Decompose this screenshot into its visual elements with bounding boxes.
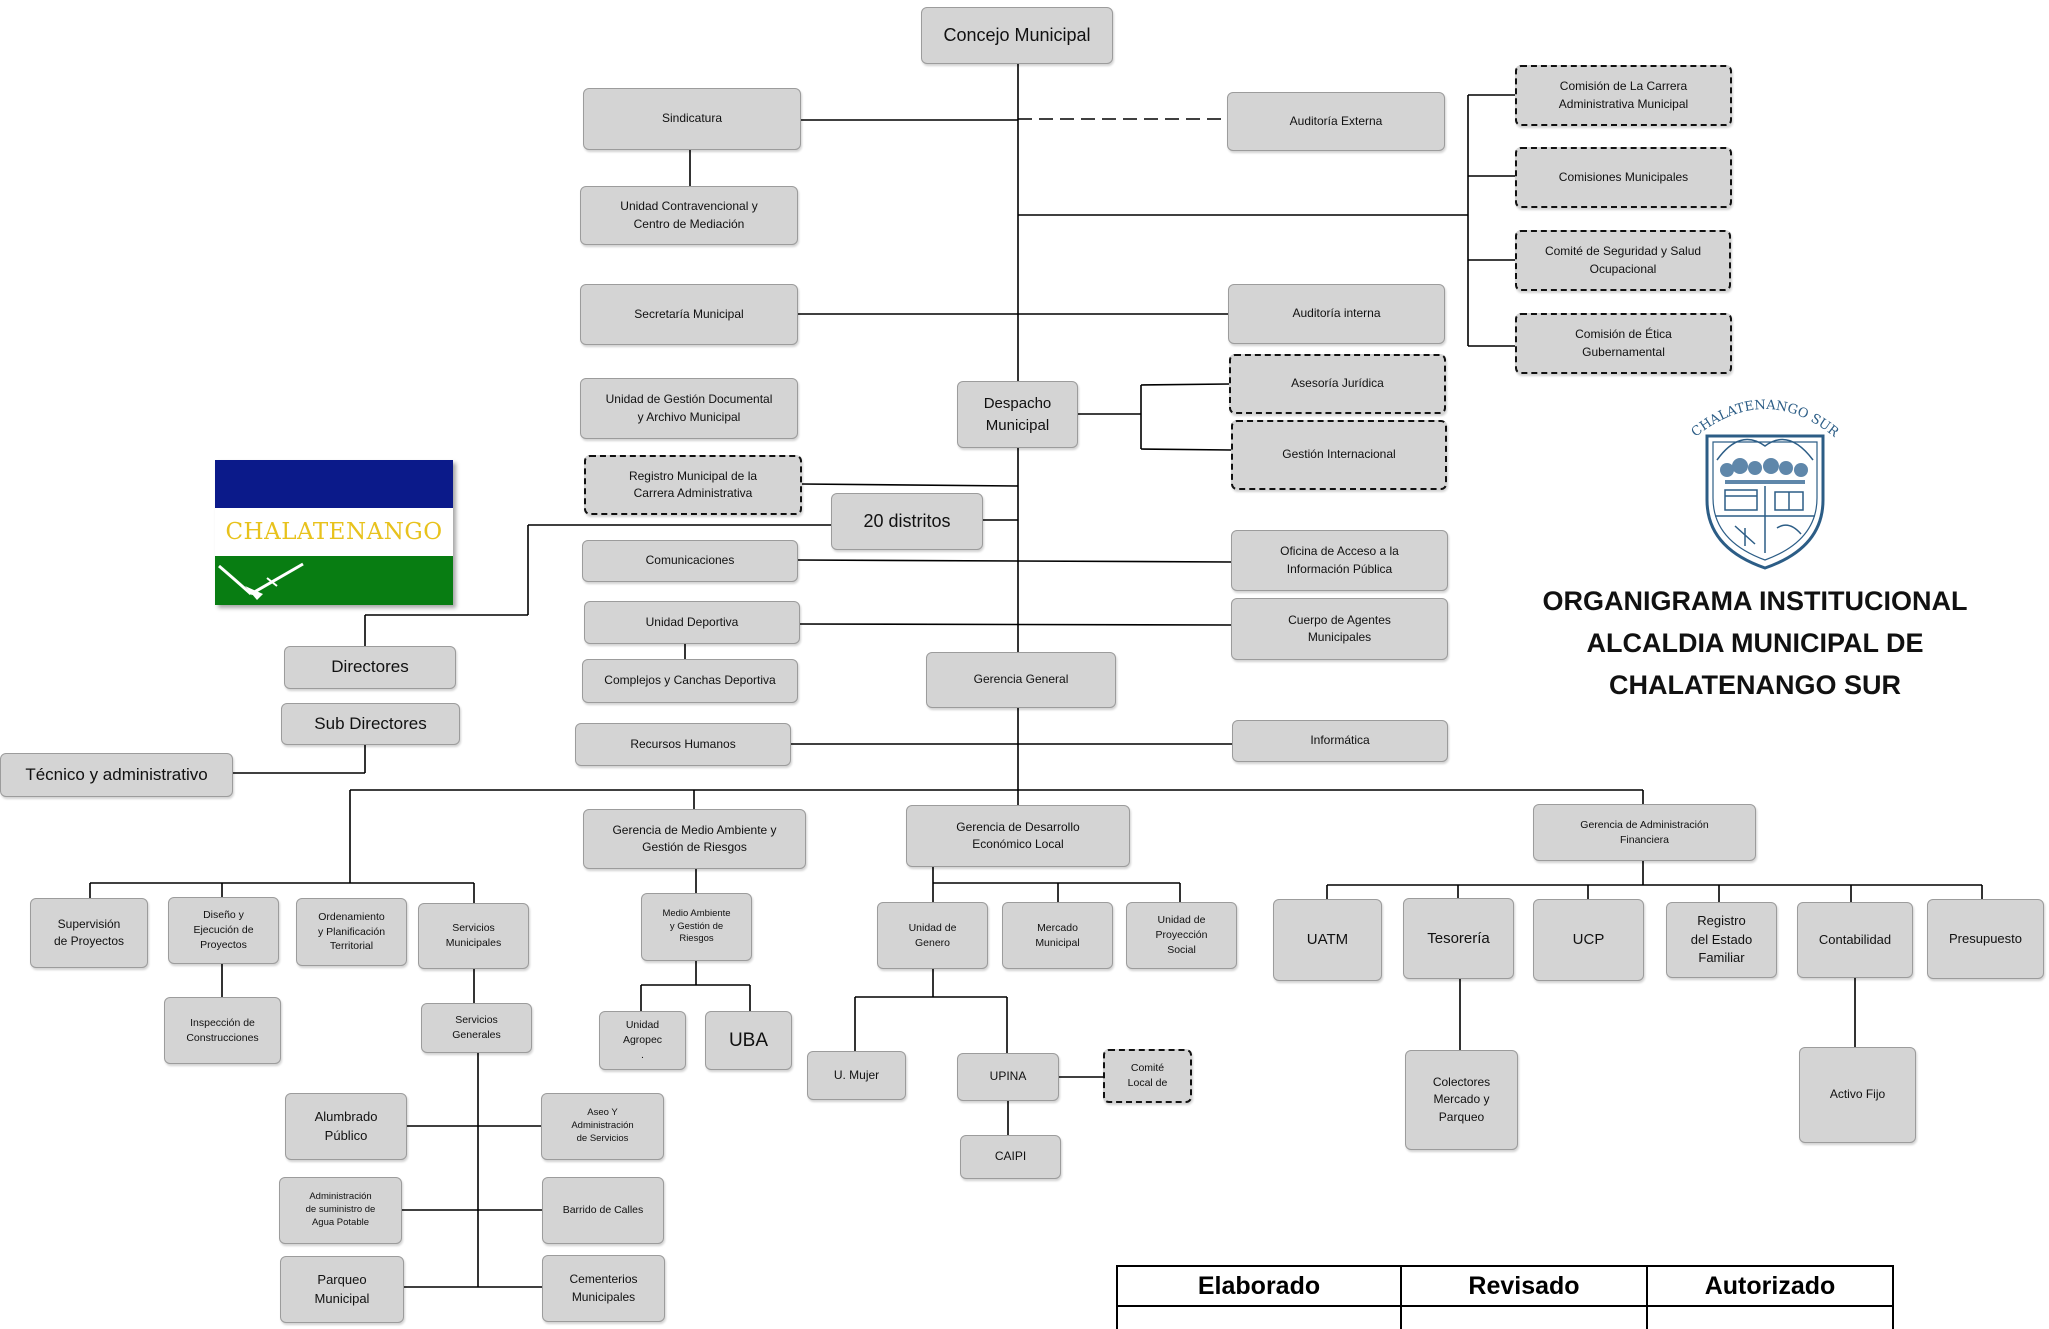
node-20-distritos: 20 distritos [831,493,983,550]
node-sub-directores: Sub Directores [281,703,460,745]
title-line-3: CHALATENANGO SUR [1609,670,1901,700]
node-comunicaciones: Comunicaciones [582,540,798,582]
node-servicios-municipales: Servicios Municipales [418,903,529,969]
node-parqueo-municipal: Parqueo Municipal [280,1256,404,1323]
node-inspeccion-construcciones: Inspección de Construcciones [164,997,281,1064]
node-barrido-calles: Barrido de Calles [542,1177,664,1244]
node-comisiones-municipales: Comisiones Municipales [1515,147,1732,208]
title-line-1: ORGANIGRAMA INSTITUCIONAL [1542,586,1968,616]
node-activo-fijo: Activo Fijo [1799,1047,1916,1143]
node-u-mujer: U. Mujer [807,1051,906,1100]
node-comision-carrera: Comisión de La Carrera Administrativa Mu… [1515,65,1732,126]
node-asesoria-juridica: Asesoría Jurídica [1229,354,1446,414]
node-concejo-municipal: Concejo Municipal [921,7,1113,64]
signature-header-elaborado: Elaborado [1116,1265,1402,1306]
flag-text: CHALATENANGO [225,519,443,545]
node-medio-ambiente-riesgos: Medio Ambiente y Gestión de Riesgos [641,893,752,961]
node-gerencia-desarrollo: Gerencia de Desarrollo Económico Local [906,805,1130,867]
signature-header-revisado: Revisado [1400,1265,1648,1306]
node-administracion-agua-potable: Administración de suministro de Agua Pot… [279,1177,402,1244]
node-informatica: Informática [1232,720,1448,762]
signature-cell-autorizado [1646,1305,1894,1329]
node-gerencia-medio-ambiente: Gerencia de Medio Ambiente y Gestión de … [583,809,806,869]
flag-white-stripe: CHALATENANGO [215,508,453,556]
node-aseo-administracion: Aseo Y Administración de Servicios [541,1093,664,1160]
org-chart-title: ORGANIGRAMA INSTITUCIONAL ALCALDIA MUNIC… [1520,580,1990,706]
node-diseno-ejecucion: Diseño y Ejecución de Proyectos [168,897,279,964]
node-gerencia-administracion-financiera: Gerencia de Administración Financiera [1533,804,1756,861]
node-cuerpo-agentes: Cuerpo de Agentes Municipales [1231,598,1448,660]
node-servicios-generales: Servicios Generales [421,1003,532,1053]
node-unidad-genero: Unidad de Genero [877,902,988,969]
node-comite-seguridad: Comité de Seguridad y Salud Ocupacional [1515,230,1731,291]
signature-header-autorizado: Autorizado [1646,1265,1894,1306]
node-contabilidad: Contabilidad [1797,902,1913,978]
node-caipi: CAIPI [960,1135,1061,1179]
flag-blue-stripe [215,460,453,508]
signature-cell-revisado [1400,1305,1648,1329]
node-registro-estado-familiar: Registro del Estado Familiar [1666,902,1777,978]
node-comision-etica: Comisión de Ética Gubernamental [1515,313,1732,374]
title-line-2: ALCALDIA MUNICIPAL DE [1586,628,1924,658]
node-mercado-municipal: Mercado Municipal [1002,902,1113,969]
node-unidad-deportiva: Unidad Deportiva [584,601,800,644]
node-tesoreria: Tesorería [1403,898,1514,979]
chalatenango-sur-seal-icon: CHALATENANGO SUR [1689,398,1842,570]
node-secretaria-municipal: Secretaría Municipal [580,284,798,345]
node-oficina-acceso: Oficina de Acceso a la Información Públi… [1231,530,1448,591]
node-unidad-contravencional: Unidad Contravencional y Centro de Media… [580,186,798,245]
node-supervision-proyectos: Supervisión de Proyectos [30,898,148,968]
node-auditoria-interna: Auditoría interna [1228,284,1445,344]
chalatenango-flag: CHALATENANGO [215,460,453,605]
node-registro-carrera: Registro Municipal de la Carrera Adminis… [584,455,802,515]
node-gestion-documental: Unidad de Gestión Documental y Archivo M… [580,378,798,439]
plow-icon [218,562,304,600]
node-gerencia-general: Gerencia General [926,652,1116,708]
node-despacho-municipal: Despacho Municipal [957,381,1078,448]
signature-table: Elaborado Revisado Autorizado [1116,1265,1894,1329]
node-complejos-canchas: Complejos y Canchas Deportiva [582,659,798,703]
node-comite-local: Comité Local de [1103,1049,1192,1103]
node-recursos-humanos: Recursos Humanos [575,723,791,766]
node-tecnico-administrativo: Técnico y administrativo [0,753,233,797]
node-directores: Directores [284,646,456,689]
node-alumbrado-publico: Alumbrado Público [285,1093,407,1160]
node-gestion-internacional: Gestión Internacional [1231,420,1447,490]
node-unidad-agropecuaria: Unidad Agropec . [599,1011,686,1070]
node-presupuesto: Presupuesto [1927,899,2044,979]
node-uba: UBA [705,1011,792,1070]
node-cementerios-municipales: Cementerios Municipales [542,1255,665,1322]
node-colectores: Colectores Mercado y Parqueo [1405,1050,1518,1150]
node-upina: UPINA [957,1053,1059,1101]
node-ucp: UCP [1533,899,1644,981]
node-auditoria-externa: Auditoría Externa [1227,92,1445,151]
node-sindicatura: Sindicatura [583,88,801,150]
node-uatm: UATM [1273,899,1382,981]
signature-cell-elaborado [1116,1305,1402,1329]
node-proyeccion-social: Unidad de Proyección Social [1126,902,1237,969]
node-ordenamiento-territorial: Ordenamiento y Planificación Territorial [296,898,407,966]
